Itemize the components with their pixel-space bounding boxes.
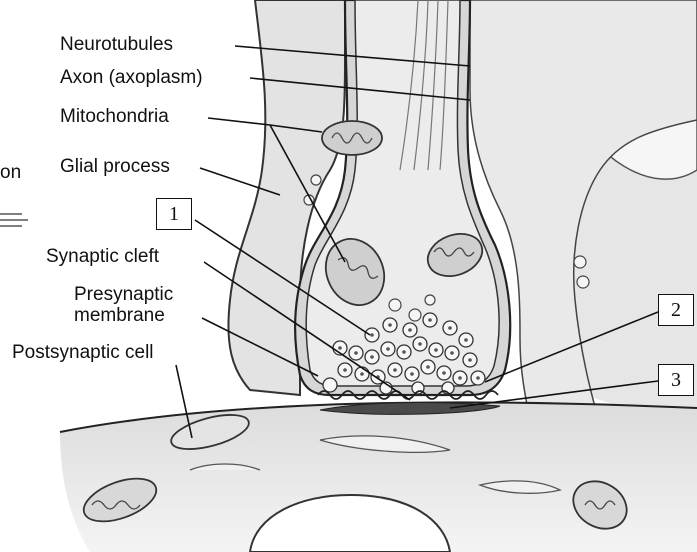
leader-mito-a (208, 118, 270, 125)
label-mitochondria: Mitochondria (60, 106, 169, 128)
label-presynaptic-line1: Presynaptic (74, 284, 173, 306)
label-axon: Axon (axoplasm) (60, 67, 203, 89)
callout-box-3: 3 (658, 364, 694, 396)
label-postsynaptic-cell: Postsynaptic cell (12, 342, 154, 364)
label-presynaptic-line2: membrane (74, 305, 165, 327)
label-neurotubules: Neurotubules (60, 34, 173, 56)
label-edge-fragment: on (0, 162, 21, 184)
callout-box-2: 2 (658, 294, 694, 326)
label-synaptic-cleft: Synaptic cleft (46, 246, 159, 268)
callout-box-1: 1 (156, 198, 192, 230)
label-glial-process: Glial process (60, 156, 170, 178)
left-edge-fragment (0, 214, 28, 226)
